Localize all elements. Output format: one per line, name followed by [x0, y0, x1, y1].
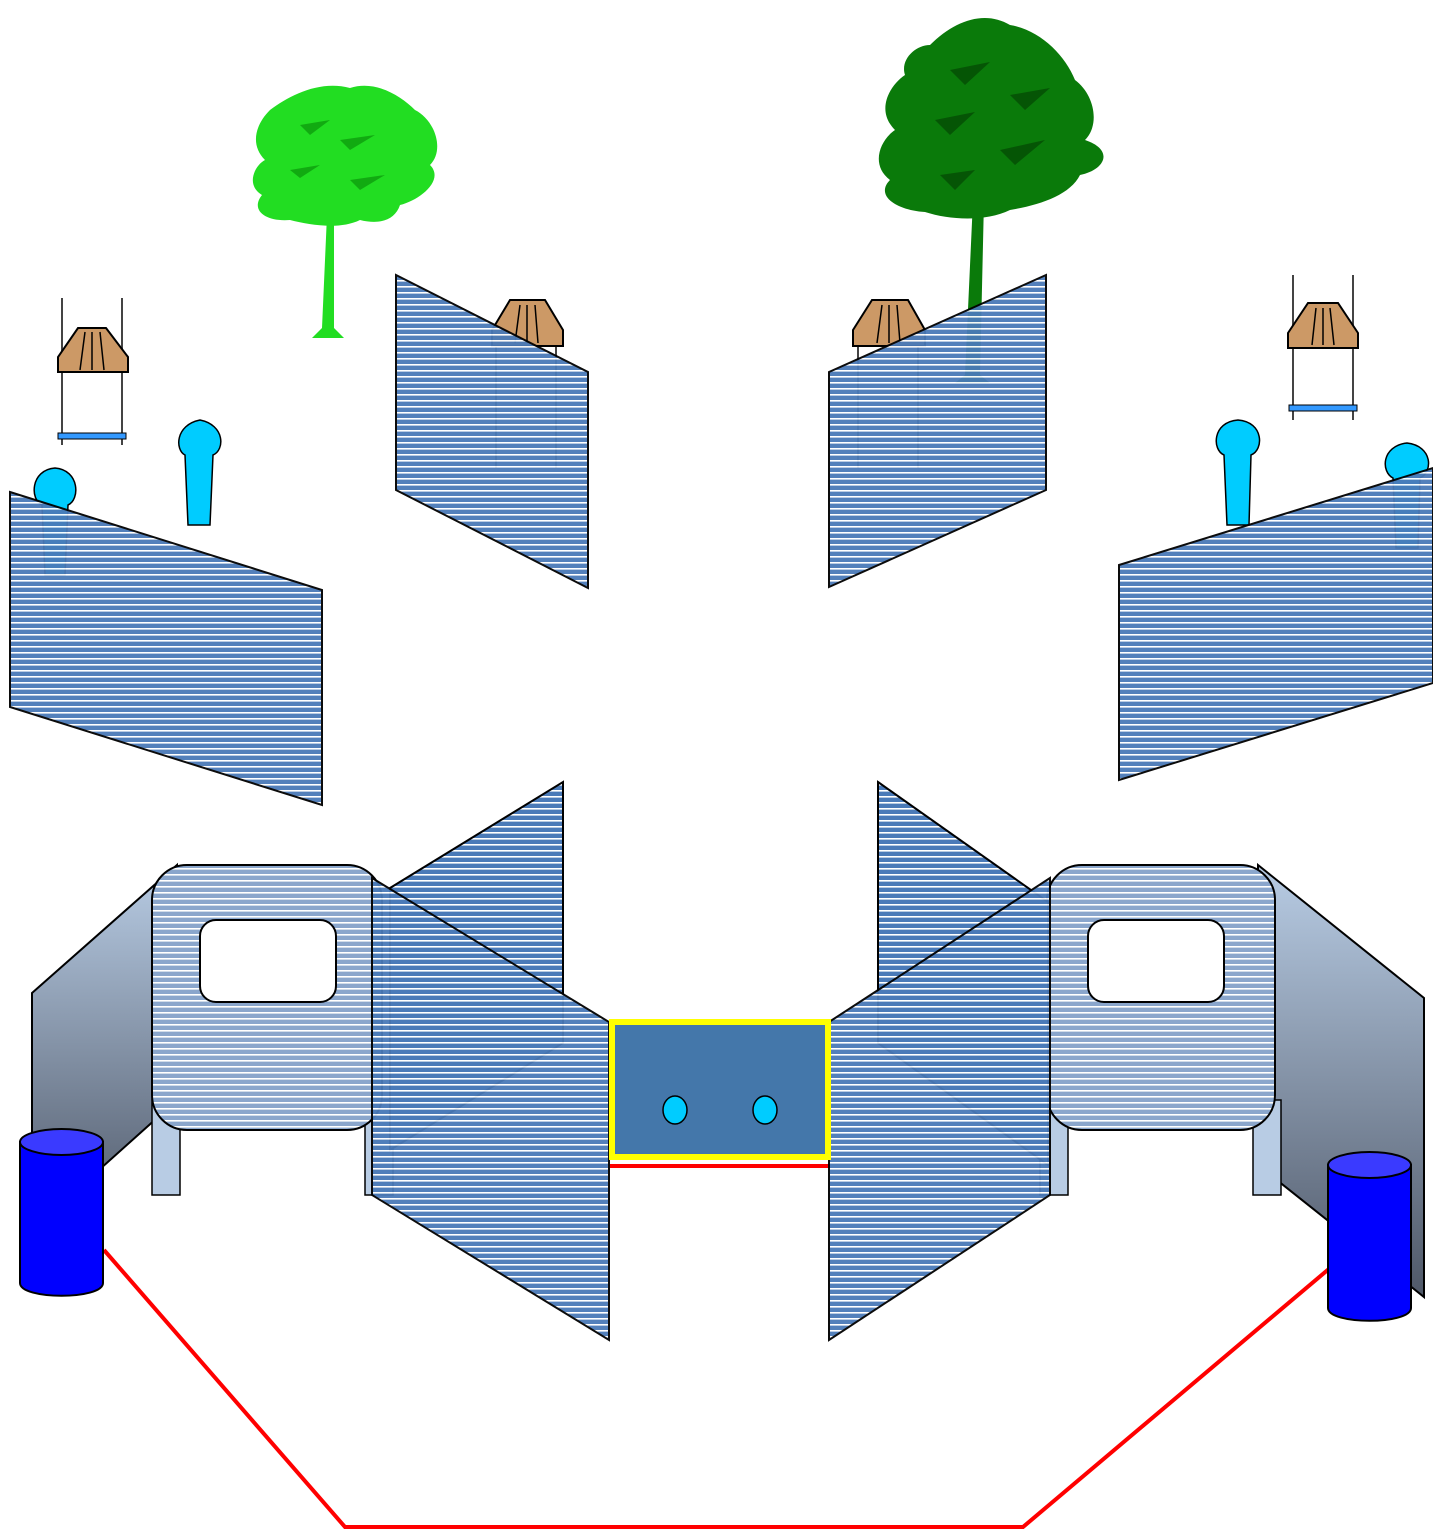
center-box — [609, 1019, 831, 1160]
panel-icon — [371, 876, 610, 1342]
cone-icon — [178, 419, 222, 526]
swing-icon — [1287, 275, 1359, 420]
tree-icon — [252, 85, 438, 338]
panel-icon — [828, 273, 1047, 589]
drum-icon — [1327, 1151, 1412, 1322]
drum-icon — [19, 1128, 104, 1297]
panel-icon — [9, 490, 323, 807]
panel-icon — [1118, 466, 1433, 782]
boundary-line — [102, 1248, 1332, 1529]
tree-icon — [878, 17, 1104, 383]
swing-icon — [57, 298, 129, 445]
cone-icon — [1215, 419, 1261, 526]
hut-icon — [852, 299, 926, 468]
panel-icon — [828, 876, 1051, 1342]
panel-icon — [395, 273, 589, 590]
